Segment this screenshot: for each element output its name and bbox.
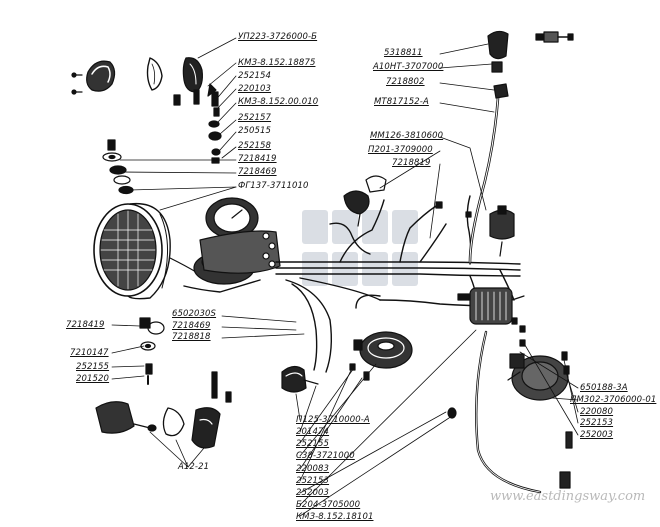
part-label-252157: 252157 (238, 113, 272, 123)
part-label-a10nt: А10НТ-3707000 (373, 62, 444, 72)
headlight-rim-icon (86, 60, 116, 92)
part-label-5318811: 5318811 (384, 48, 423, 58)
part-label-pm302: ПМ302-3706000-01 (570, 395, 657, 405)
part-label-650188: 650188-3А (580, 383, 628, 393)
part-label-250515: 250515 (238, 126, 272, 136)
part-label-252158: 252158 (238, 141, 272, 151)
part-label-6502030s: 6502030S (172, 309, 217, 319)
part-label-mm126: ММ126-3810600 (370, 131, 444, 141)
reflector-icon (182, 57, 203, 93)
part-label-7218469-left: 7218469 (172, 321, 211, 331)
part-label-220080: 220080 (580, 407, 614, 417)
horn-icon (353, 331, 413, 369)
part-label-p201: П201-3709000 (368, 145, 433, 155)
part-label-252153-mid: 252153 (296, 476, 330, 486)
part-label-220083: 220083 (296, 464, 330, 474)
part-label-7218469-top: 7218469 (238, 167, 277, 177)
part-label-a12-21: А12-21 (178, 462, 210, 472)
wiring-harness-icon (183, 195, 521, 373)
part-label-201520: 201520 (76, 374, 110, 384)
tail-lens-icon (162, 407, 185, 437)
headlight-icon (93, 202, 197, 300)
part-label-252003-mid: 252003 (296, 488, 330, 498)
spark-plug-icon (535, 31, 574, 43)
part-label-7218419-top: 7218419 (238, 154, 277, 164)
brake-switch-icon (489, 205, 515, 257)
part-label-s38: С38-3721000 (296, 451, 355, 461)
spark-plug-cap-icon (487, 30, 509, 73)
part-label-252153-right: 252153 (580, 418, 614, 428)
site-watermark: www.eastdingsway.com (490, 489, 646, 504)
relay-icon (507, 353, 569, 401)
part-label-252154: 252154 (238, 71, 272, 81)
part-label-km3-18875: КМЗ-8.152.18875 (238, 58, 316, 68)
tail-lamp-icon (95, 401, 157, 434)
ignition-switch-icon (281, 365, 319, 393)
part-label-7218818: 7218818 (172, 332, 211, 342)
part-label-7218819: 7218819 (392, 158, 431, 168)
part-label-up223: УП223-3726000-Б (238, 32, 318, 42)
logo-watermark-icon (302, 210, 418, 286)
part-label-mt817152: МТ817152-А (374, 97, 429, 107)
part-label-201474: 201474 (296, 427, 330, 437)
ignition-coil-icon (457, 287, 525, 325)
bolt-icon (211, 371, 232, 403)
tail-housing-icon (191, 407, 221, 449)
part-label-7218802: 7218802 (386, 77, 425, 87)
lens-icon (146, 57, 163, 91)
leader-lines (111, 37, 579, 517)
bushing-icon (139, 317, 165, 385)
part-label-km3-18101: КМЗ-8.152.18101 (296, 512, 374, 522)
part-label-252155-left: 252155 (76, 362, 110, 372)
screw-icon (71, 72, 200, 106)
part-label-7218419-left: 7218419 (66, 320, 105, 330)
part-label-b204: Б204-3705000 (296, 500, 361, 510)
part-label-220103: 220103 (238, 84, 272, 94)
part-label-km3-00010: КМЗ-8.152.00.010 (238, 97, 319, 107)
part-label-p125: П125-3710000-А (296, 415, 370, 425)
grommet-icon (493, 83, 509, 99)
part-label-252155-mid: 252155 (296, 439, 330, 449)
indicator-lamp-icon (343, 175, 387, 227)
part-label-252003-right: 252003 (580, 430, 614, 440)
cable-icon (468, 96, 500, 264)
high-tension-lead-icon (447, 330, 573, 494)
part-label-fg137: ФГ137-3711010 (238, 181, 309, 191)
washer-stack-icon (102, 139, 134, 195)
part-label-7210147: 7210147 (70, 348, 109, 358)
speedometer-icon (193, 197, 281, 285)
